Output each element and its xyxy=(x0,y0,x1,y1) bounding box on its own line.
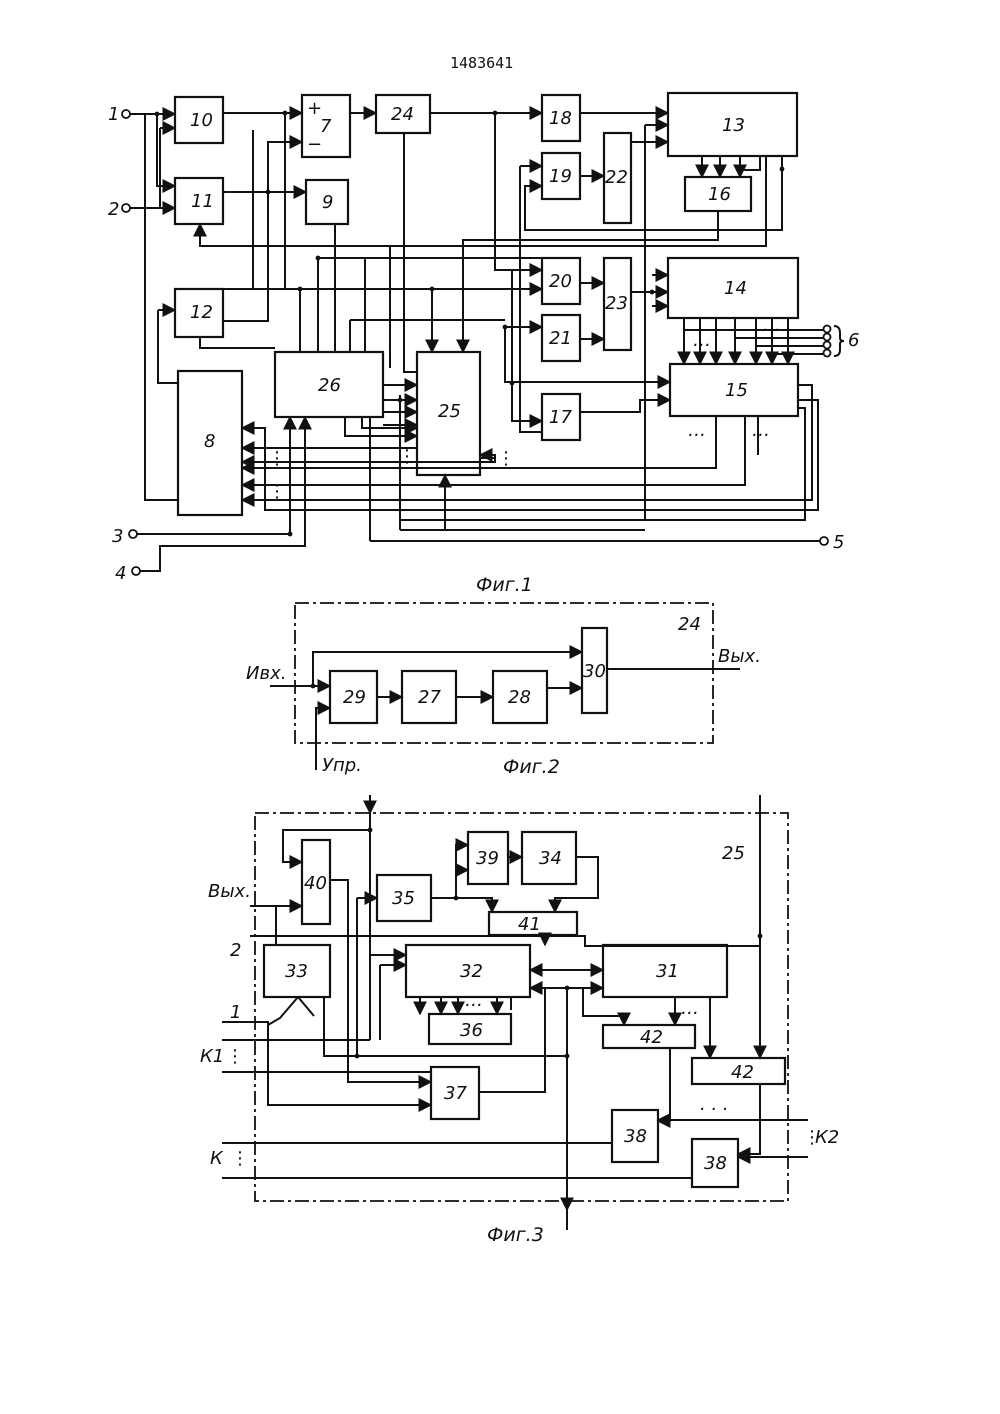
block-32-label: 32 xyxy=(460,961,483,982)
block-11-label: 11 xyxy=(191,191,214,212)
block-42-b-label: 42 xyxy=(731,1062,754,1083)
block-22-label: 22 xyxy=(605,167,628,188)
fig3-input-vyh: Вых. xyxy=(208,881,251,902)
block-33-label: 33 xyxy=(285,961,308,982)
terminal-1 xyxy=(122,110,130,118)
block-31-label: 31 xyxy=(656,961,679,982)
fig3-input-k1: К1 xyxy=(200,1046,224,1067)
terminal-6b xyxy=(824,334,831,341)
block-7-minus: − xyxy=(307,134,322,155)
block-28-label: 28 xyxy=(508,687,531,708)
fig2-output-label: Вых. xyxy=(718,646,761,667)
svg-text:…: … xyxy=(465,990,483,1011)
terminal-2 xyxy=(122,204,130,212)
figure-3: 25 40 35 39 34 41 33 32 31 36 42 42 37 3… xyxy=(200,795,839,1246)
svg-text:⋮: ⋮ xyxy=(231,1148,249,1169)
block-41-label: 41 xyxy=(518,914,541,935)
terminal-4-label: 4 xyxy=(115,563,126,584)
terminal-6c xyxy=(824,342,831,349)
terminal-3-label: 3 xyxy=(112,526,123,547)
block-20-label: 20 xyxy=(549,271,572,292)
block-38-a-label: 38 xyxy=(624,1126,647,1147)
figure-2: 24 29 27 28 30 Ивх. Вых. Упр. Фиг.2 xyxy=(246,603,761,778)
block-29-label: 29 xyxy=(343,687,366,708)
svg-text:⋮: ⋮ xyxy=(226,1046,244,1067)
block-34-label: 34 xyxy=(539,848,562,869)
block-13-label: 13 xyxy=(722,115,745,136)
block-14-label: 14 xyxy=(724,278,747,299)
block-36-label: 36 xyxy=(460,1020,483,1041)
terminal-6d xyxy=(824,350,831,357)
fig3-input-k2: К2 xyxy=(815,1127,839,1148)
block-9-label: 9 xyxy=(322,192,333,213)
svg-text:. . .: . . . xyxy=(700,1094,729,1115)
svg-text:…: … xyxy=(688,420,706,441)
terminal-5-label: 5 xyxy=(833,532,844,553)
svg-text:⋮: ⋮ xyxy=(497,448,515,469)
block-8-label: 8 xyxy=(204,431,215,452)
terminal-4 xyxy=(132,567,140,575)
terminal-5 xyxy=(820,537,828,545)
block-18-label: 18 xyxy=(549,108,572,129)
svg-text:…: … xyxy=(681,998,699,1019)
svg-text:…: … xyxy=(752,420,770,441)
block-38-b-label: 38 xyxy=(704,1153,727,1174)
block-39-label: 39 xyxy=(476,848,499,869)
terminal-1-label: 1 xyxy=(108,104,119,125)
block-27-label: 27 xyxy=(418,687,441,708)
block-10-label: 10 xyxy=(190,110,213,131)
bus-6-brace xyxy=(834,326,844,356)
block-35-label: 35 xyxy=(392,888,415,909)
block-42-a-label: 42 xyxy=(640,1027,663,1048)
block-25-label: 25 xyxy=(438,401,461,422)
block-26-label: 26 xyxy=(318,375,341,396)
figure-3-caption: Фиг.3 xyxy=(487,1224,544,1246)
block-17-label: 17 xyxy=(549,407,572,428)
fig3-input-k: К xyxy=(210,1148,224,1169)
block-15-label: 15 xyxy=(725,380,748,401)
block-7-label: 7 xyxy=(320,116,332,137)
fig2-input-label: Ивх. xyxy=(246,663,286,684)
figure-1-caption: Фиг.1 xyxy=(476,574,533,596)
block-23-label: 23 xyxy=(605,293,628,314)
svg-text:…: … xyxy=(693,330,711,351)
figure-2-caption: Фиг.2 xyxy=(503,756,560,778)
fig2-frame-label: 24 xyxy=(678,614,701,635)
fig3-frame-label: 25 xyxy=(722,843,745,864)
block-21-label: 21 xyxy=(549,328,572,349)
fig3-input-1: 1 xyxy=(230,1002,241,1023)
patent-number: 1483641 xyxy=(450,54,513,72)
terminal-2-label: 2 xyxy=(108,199,119,220)
terminal-3 xyxy=(129,530,137,538)
svg-text:⋮: ⋮ xyxy=(268,481,286,502)
block-12-label: 12 xyxy=(190,302,213,323)
fig2-control-label: Упр. xyxy=(322,755,362,776)
figure-1: 10 11 12 + − 7 9 24 18 19 22 13 16 20 21… xyxy=(108,93,859,596)
block-19-label: 19 xyxy=(549,166,572,187)
block-40-label: 40 xyxy=(304,873,327,894)
svg-text:…: … xyxy=(763,315,781,336)
svg-text:⋮: ⋮ xyxy=(398,446,416,467)
block-16-label: 16 xyxy=(708,184,731,205)
block-24-label: 24 xyxy=(391,104,414,125)
block-37-label: 37 xyxy=(444,1083,467,1104)
terminal-6a xyxy=(824,326,831,333)
svg-text:⋮: ⋮ xyxy=(268,448,286,469)
fig3-input-2: 2 xyxy=(230,940,241,961)
terminal-6-label: 6 xyxy=(848,330,859,351)
block-30-label: 30 xyxy=(583,661,606,682)
